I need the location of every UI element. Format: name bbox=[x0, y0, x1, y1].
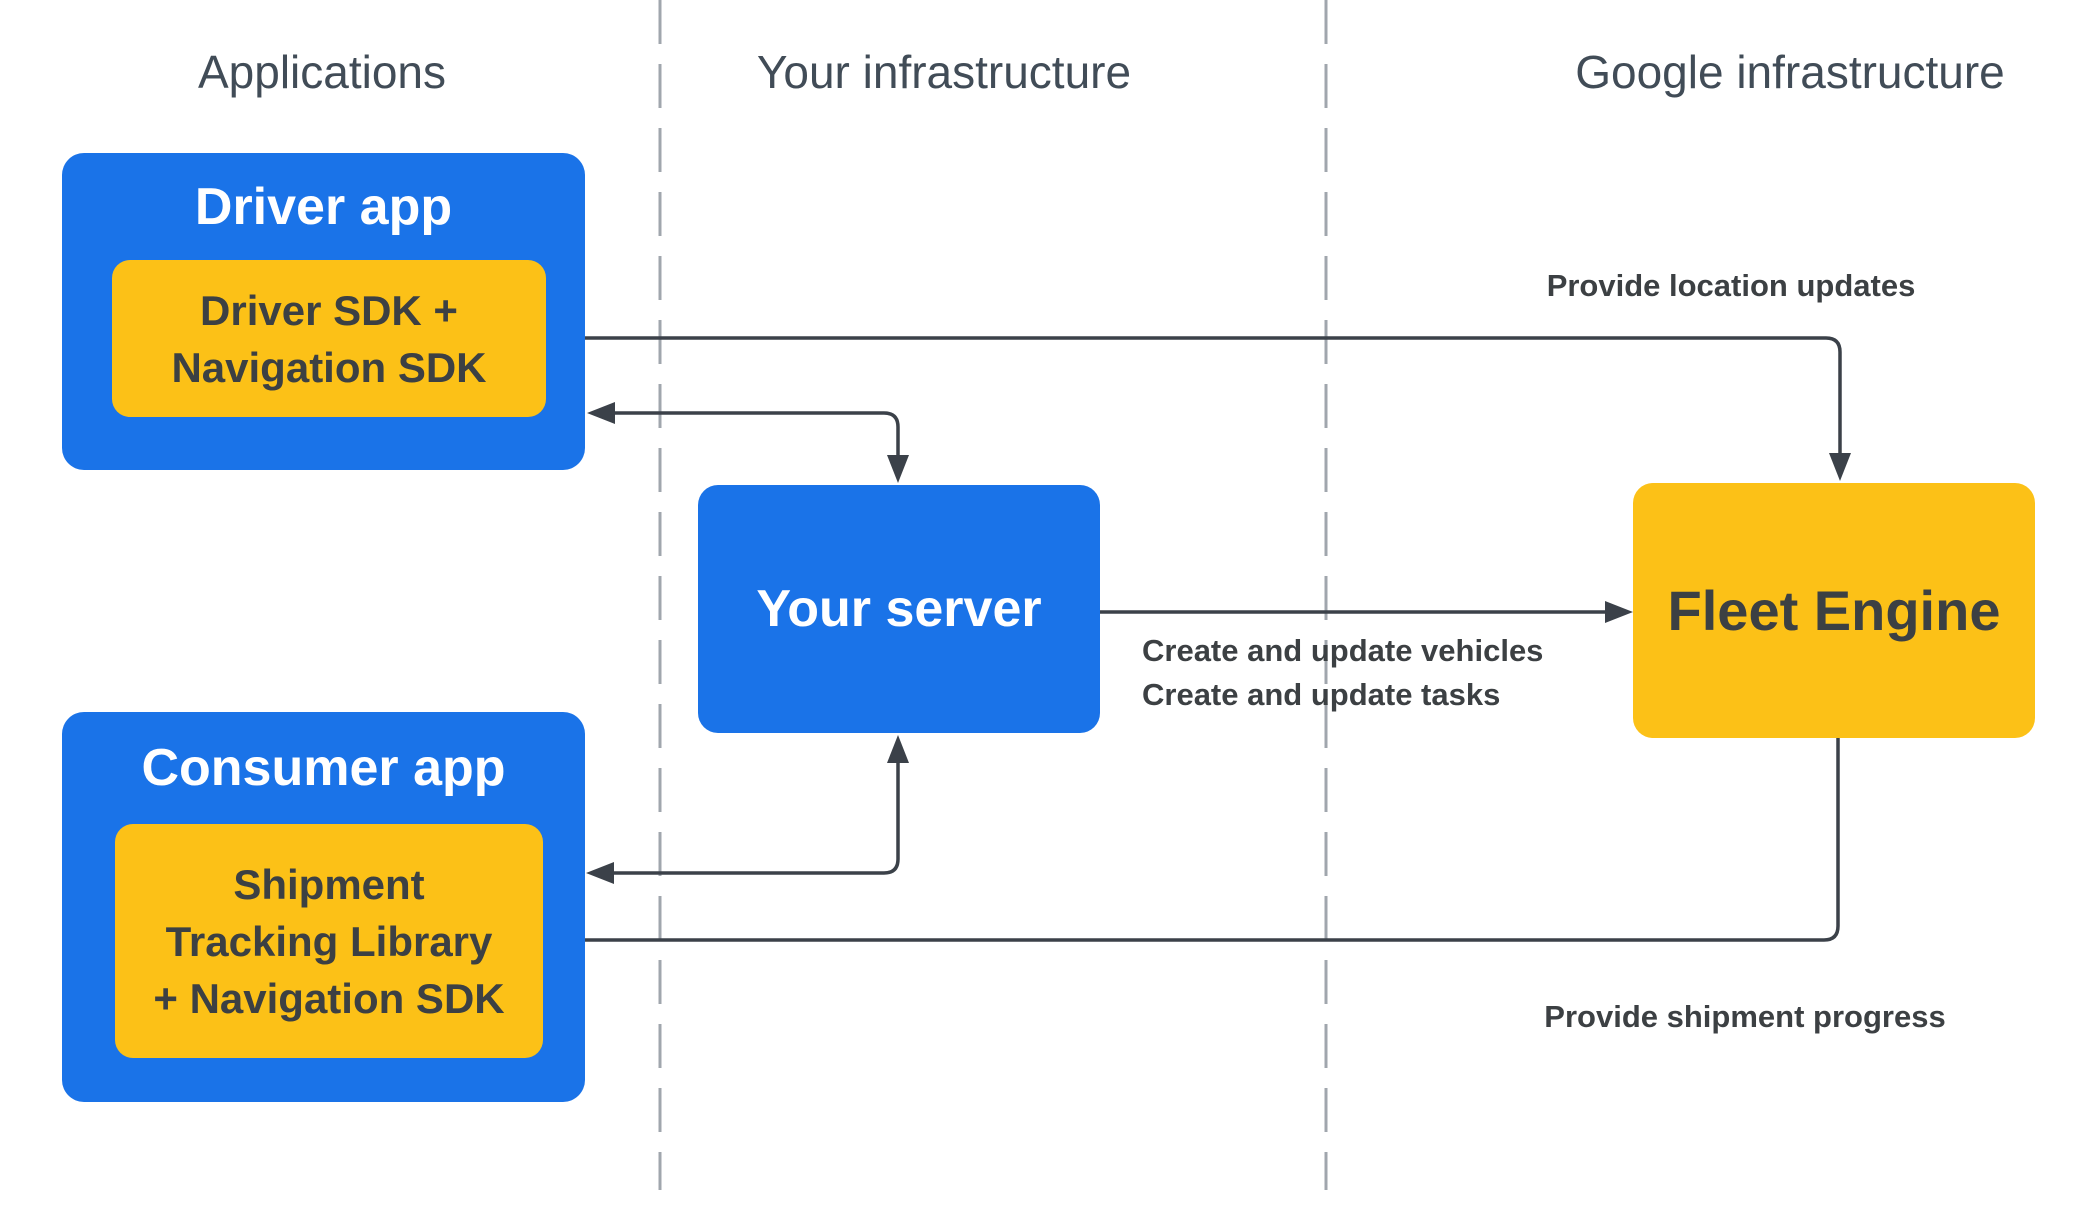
node-consumer-lib-label-line1: Shipment bbox=[233, 860, 425, 908]
arrowhead-into-driver-app bbox=[587, 402, 615, 424]
edge-driver-app-your-server bbox=[615, 411, 900, 457]
edge-driver-app-your-server-path bbox=[615, 411, 900, 457]
arrowhead-into-fleet-engine-left bbox=[1605, 601, 1633, 623]
node-consumer-app-title: Consumer app bbox=[141, 739, 506, 797]
edge-your-server-consumer-app-path bbox=[614, 763, 900, 875]
edge-driver-sdk-fleet-engine bbox=[576, 336, 1842, 455]
node-consumer-lib: Shipment Tracking Library + Navigation S… bbox=[115, 824, 543, 1058]
column-header-applications: Applications bbox=[197, 46, 447, 98]
edge-fleet-engine-consumer-lib bbox=[572, 738, 1840, 942]
edge-label-create-update-tasks: Create and update tasks bbox=[1142, 677, 1501, 712]
edge-label-create-update-vehicles: Create and update vehicles bbox=[1142, 633, 1544, 668]
node-driver-app-title-strip: Driver app bbox=[62, 153, 585, 260]
node-driver-sdk-label-line2: Navigation SDK bbox=[171, 343, 487, 391]
edge-your-server-consumer-app bbox=[614, 763, 900, 875]
edge-fleet-engine-consumer-lib-path bbox=[572, 738, 1840, 942]
arrowhead-into-consumer-app bbox=[586, 862, 614, 884]
node-driver-sdk: Driver SDK + Navigation SDK bbox=[112, 260, 546, 417]
node-consumer-lib-label-line2: Tracking Library bbox=[165, 917, 493, 965]
node-consumer-app-title-strip: Consumer app bbox=[62, 712, 585, 824]
edge-driver-sdk-fleet-engine-path bbox=[576, 336, 1842, 455]
edge-label-provide-location-updates: Provide location updates bbox=[1546, 268, 1916, 303]
arrowhead-into-your-server-bottom bbox=[887, 735, 909, 763]
arrowhead-into-fleet-engine-top bbox=[1829, 453, 1851, 481]
node-your-server: Your server bbox=[698, 485, 1100, 733]
arrowhead-into-your-server-top bbox=[887, 455, 909, 483]
node-driver-app-title: Driver app bbox=[194, 177, 453, 236]
node-fleet-engine-title: Fleet Engine bbox=[1667, 579, 2001, 642]
column-header-google-infrastructure: Google infrastructure bbox=[1575, 46, 2005, 98]
node-driver-sdk-label-line1: Driver SDK + bbox=[200, 286, 458, 334]
node-your-server-title: Your server bbox=[756, 580, 1042, 638]
node-fleet-engine: Fleet Engine bbox=[1633, 483, 2035, 738]
column-header-your-infrastructure: Your infrastructure bbox=[756, 46, 1132, 98]
node-consumer-lib-label-line3: + Navigation SDK bbox=[153, 974, 505, 1022]
edge-label-provide-shipment-progress: Provide shipment progress bbox=[1544, 999, 1946, 1034]
